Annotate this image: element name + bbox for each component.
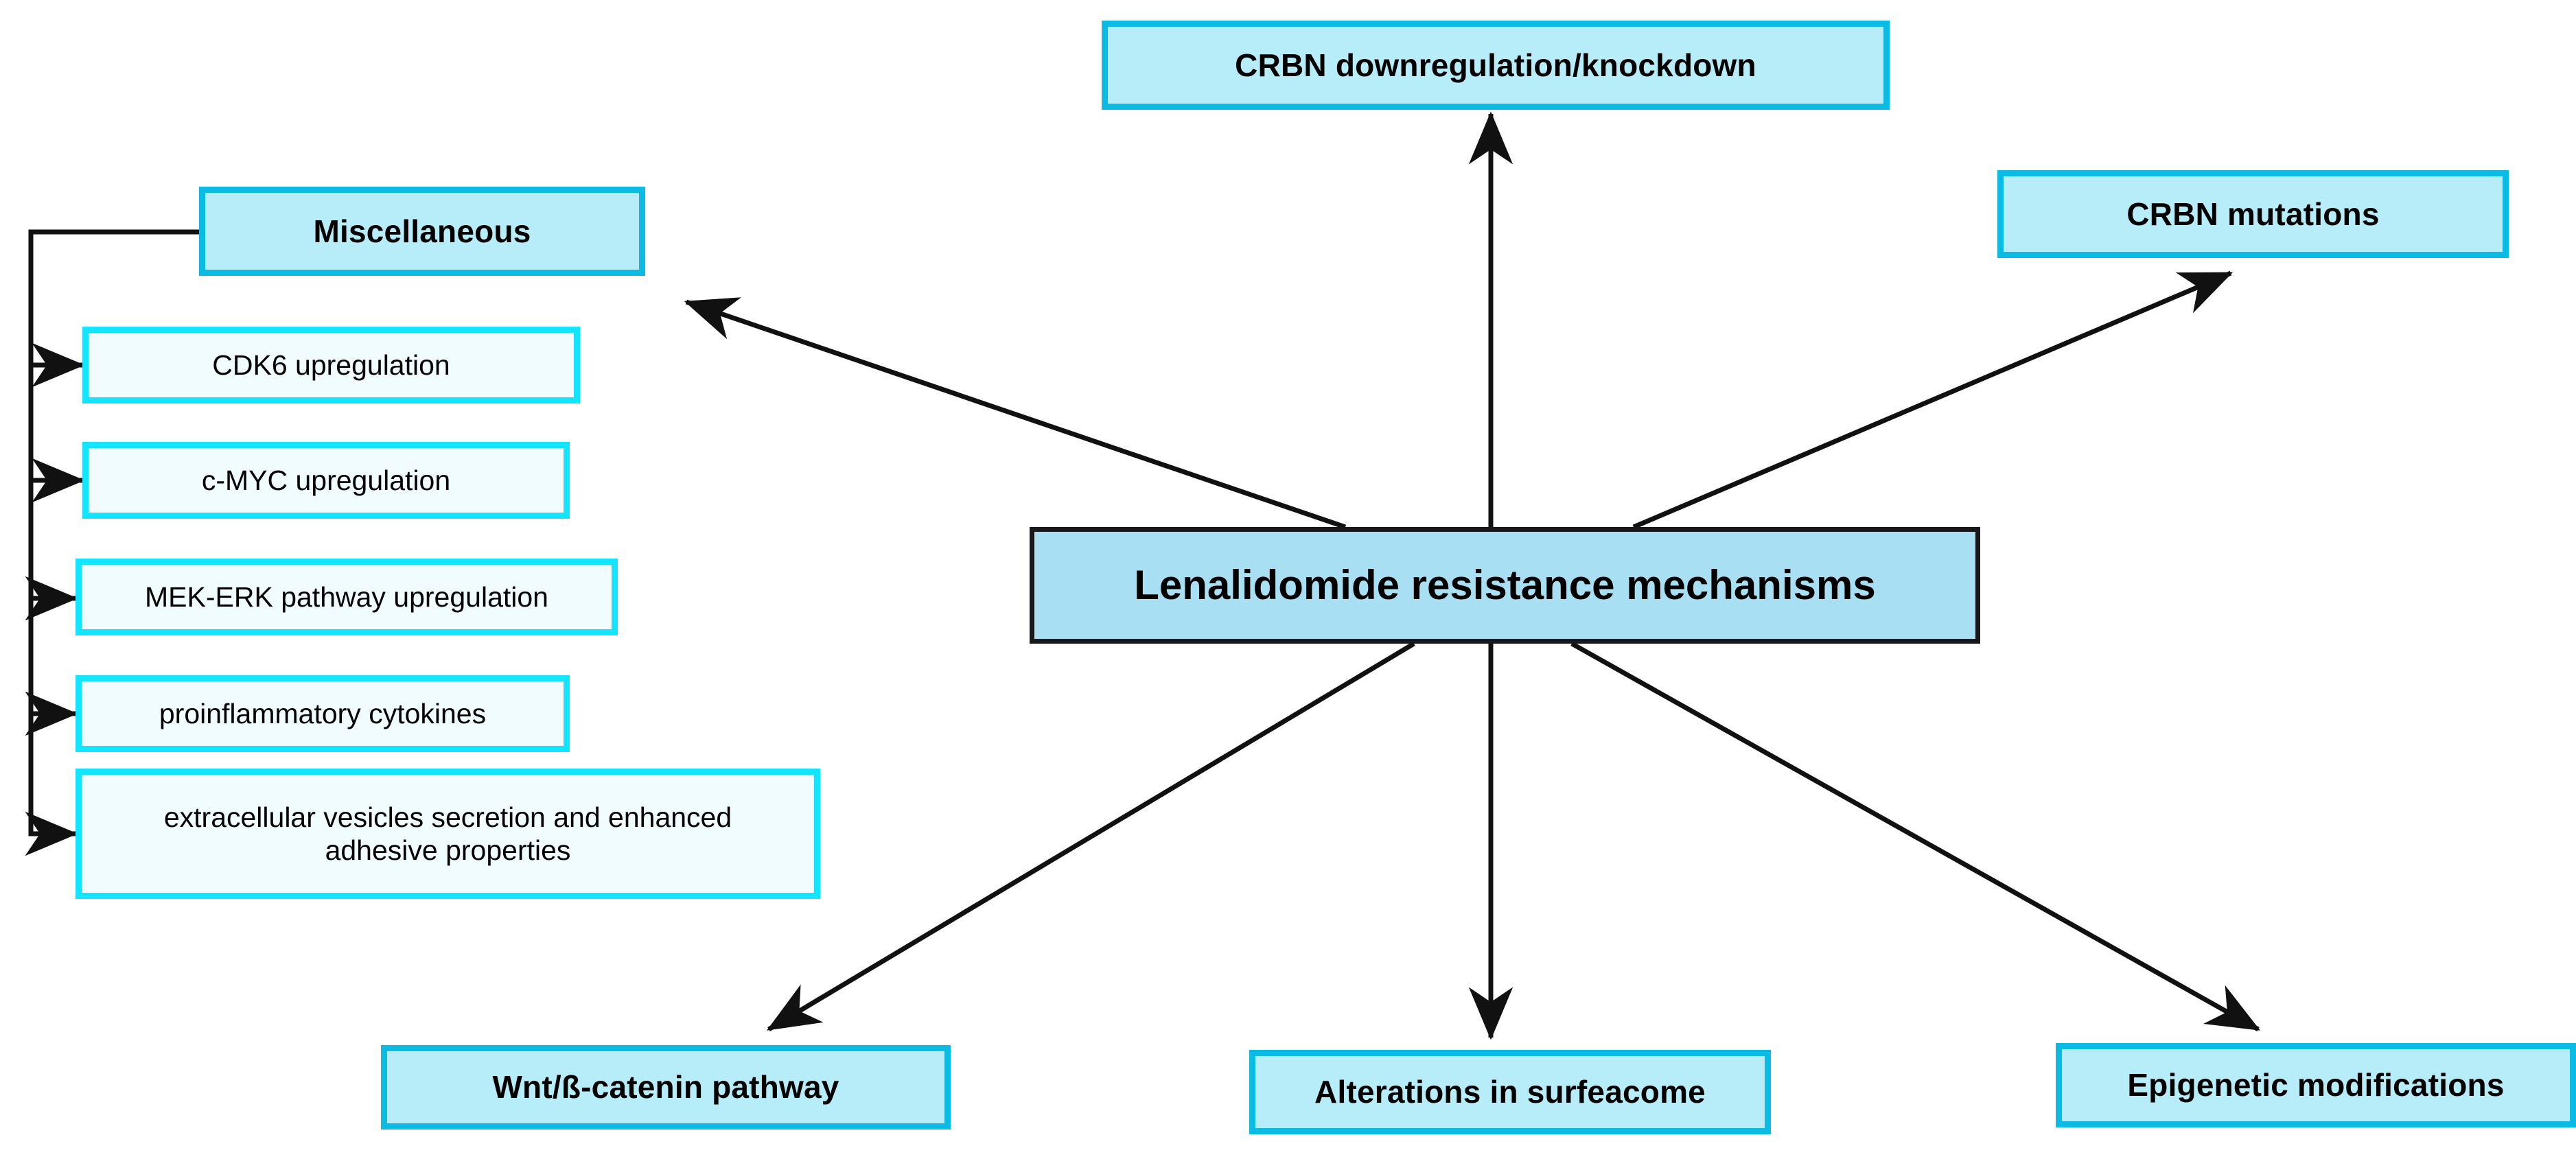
- node-cmyc[interactable]: c-MYC upregulation: [82, 442, 570, 519]
- connector-hub-to-epigenetic: [1570, 641, 2261, 1032]
- node-hub-label: Lenalidomide resistance mechanisms: [1134, 561, 1876, 608]
- node-extracellular-vesicles-label: extracellular vesicles secretion and enh…: [163, 801, 732, 866]
- node-cdk6-label: CDK6 upregulation: [212, 349, 450, 381]
- node-extracellular-vesicles[interactable]: extracellular vesicles secretion and enh…: [76, 769, 820, 899]
- connector-hub-to-miscellaneous: [684, 297, 1347, 530]
- node-miscellaneous[interactable]: Miscellaneous: [199, 187, 645, 276]
- node-cdk6[interactable]: CDK6 upregulation: [82, 327, 580, 403]
- node-cmyc-label: c-MYC upregulation: [201, 464, 451, 496]
- node-miscellaneous-label: Miscellaneous: [313, 213, 531, 249]
- node-epigenetic-label: Epigenetic modifications: [2127, 1067, 2505, 1103]
- node-crbn-mutations-label: CRBN mutations: [2126, 196, 2380, 232]
- node-wnt-beta-catenin[interactable]: Wnt/ß-catenin pathway: [381, 1045, 951, 1129]
- node-crbn-downregulation-label: CRBN downregulation/knockdown: [1235, 47, 1756, 83]
- node-cytokines[interactable]: proinflammatory cytokines: [76, 675, 570, 752]
- node-crbn-mutations[interactable]: CRBN mutations: [1997, 170, 2509, 258]
- connector-hub-to-wnt-beta-catenin: [766, 641, 1415, 1032]
- node-wnt-beta-catenin-label: Wnt/ß-catenin pathway: [492, 1069, 839, 1105]
- node-surfeacome-label: Alterations in surfeacome: [1314, 1074, 1706, 1110]
- node-epigenetic[interactable]: Epigenetic modifications: [2056, 1043, 2576, 1127]
- node-crbn-downregulation[interactable]: CRBN downregulation/knockdown: [1102, 21, 1890, 110]
- node-cytokines-label: proinflammatory cytokines: [159, 697, 487, 729]
- node-mek-erk[interactable]: MEK-ERK pathway upregulation: [76, 559, 618, 635]
- node-lenalidomide-resistance-mechanisms[interactable]: Lenalidomide resistance mechanisms: [1030, 527, 1980, 644]
- node-mek-erk-label: MEK-ERK pathway upregulation: [145, 581, 548, 613]
- node-surfeacome[interactable]: Alterations in surfeacome: [1249, 1050, 1771, 1134]
- connector-hub-to-crbn-mutations: [1632, 270, 2233, 530]
